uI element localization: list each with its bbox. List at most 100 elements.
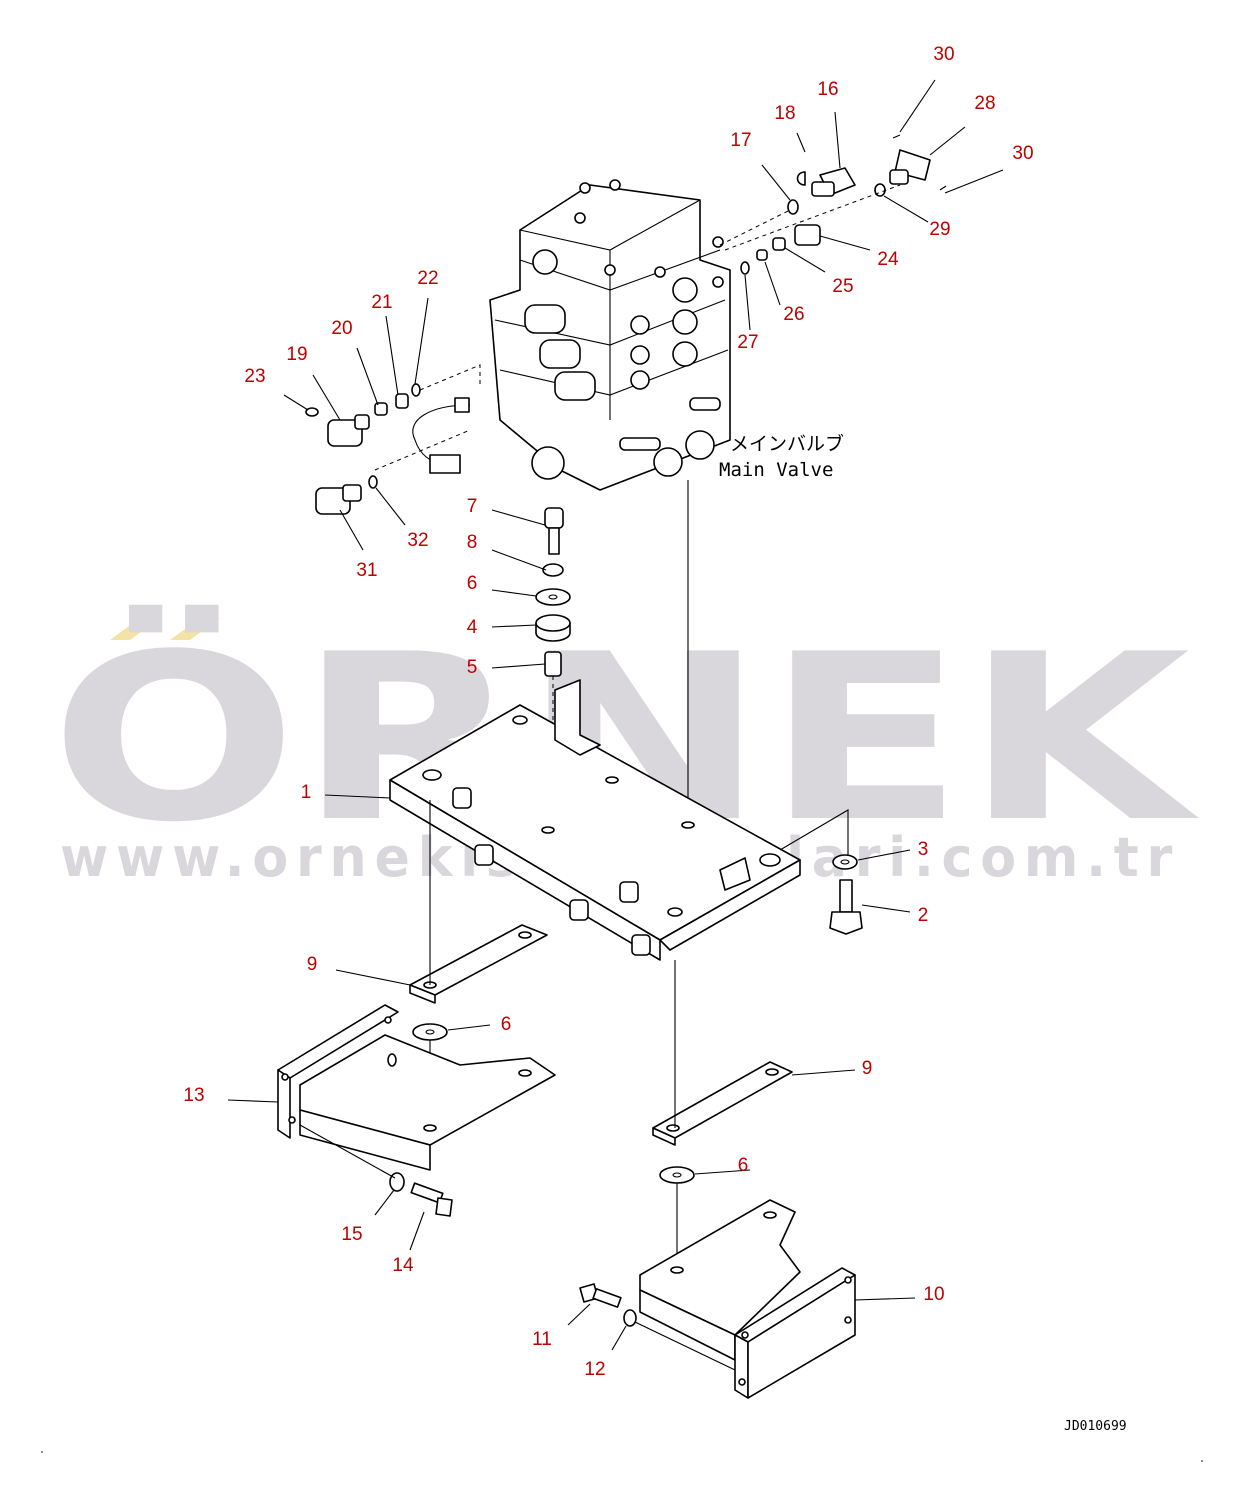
washer-3 bbox=[832, 854, 858, 870]
fitting-20 bbox=[374, 402, 388, 416]
callout-29: 29 bbox=[929, 219, 950, 240]
valve-port bbox=[672, 277, 698, 303]
assembly-line bbox=[299, 1124, 396, 1179]
plate-hole bbox=[681, 821, 695, 829]
valve-plug bbox=[604, 264, 616, 276]
callout-27: 27 bbox=[737, 332, 758, 353]
bolt-2-shank bbox=[839, 879, 853, 913]
leader bbox=[694, 1169, 751, 1175]
o-ring-27 bbox=[740, 261, 750, 275]
callout-19: 19 bbox=[286, 344, 307, 365]
bracket-hole bbox=[518, 1069, 532, 1077]
stray-dot bbox=[1201, 1460, 1203, 1462]
washer-6 bbox=[535, 588, 571, 606]
leader bbox=[796, 132, 806, 153]
assembly-line bbox=[724, 184, 901, 251]
valve-plug bbox=[712, 276, 724, 288]
callout-5: 5 bbox=[467, 657, 478, 678]
elbow-fitting-16-nipple bbox=[811, 181, 835, 197]
strip-hole bbox=[518, 931, 532, 939]
bracket-plate-1 bbox=[389, 679, 801, 961]
washer-15 bbox=[389, 1172, 405, 1192]
leader bbox=[447, 1024, 491, 1031]
leader bbox=[883, 195, 929, 223]
leader bbox=[854, 1297, 916, 1301]
leader bbox=[491, 624, 537, 628]
callout-31: 31 bbox=[356, 560, 377, 581]
bracket-hole bbox=[670, 1266, 684, 1274]
leader bbox=[409, 1211, 425, 1251]
leader bbox=[899, 79, 936, 133]
callout-18: 18 bbox=[774, 103, 795, 124]
flange-hole bbox=[844, 1316, 852, 1324]
valve-port bbox=[672, 309, 698, 335]
callout-22: 22 bbox=[417, 268, 438, 289]
plate-boss bbox=[619, 881, 639, 903]
callout-30: 30 bbox=[1012, 143, 1033, 164]
plate-hole bbox=[605, 776, 619, 784]
o-ring-23 bbox=[305, 407, 319, 417]
stray-dot bbox=[41, 1451, 43, 1453]
valve-port bbox=[630, 345, 650, 365]
leader-lines bbox=[227, 79, 1004, 1351]
plate-hole bbox=[759, 853, 781, 867]
leader bbox=[227, 1099, 279, 1103]
o-ring-22 bbox=[411, 383, 421, 397]
washer-8 bbox=[542, 563, 564, 577]
valve-port bbox=[532, 249, 558, 275]
valve-spool-cap bbox=[554, 371, 596, 401]
strip-hole bbox=[666, 1124, 680, 1132]
elbow-fitting-31-nipple bbox=[342, 484, 362, 502]
bracket-13-edge bbox=[299, 1109, 431, 1171]
valve-port bbox=[531, 446, 565, 480]
valve-spool-cap bbox=[539, 339, 581, 369]
callout-20: 20 bbox=[331, 318, 352, 339]
mount-stack bbox=[535, 507, 571, 790]
plate-hole bbox=[422, 769, 442, 781]
main-valve-label-en: Main Valve bbox=[719, 459, 833, 481]
plate-front-edge bbox=[389, 779, 661, 961]
callout-10: 10 bbox=[923, 1284, 944, 1305]
assembly-line bbox=[779, 809, 849, 856]
callout-9: 9 bbox=[862, 1058, 873, 1079]
leader bbox=[791, 1069, 856, 1076]
valve-port bbox=[630, 370, 650, 390]
bolt-14-head bbox=[435, 1197, 453, 1217]
bolt-7-head bbox=[544, 507, 564, 529]
drawing-code: JD010699 bbox=[1064, 1419, 1127, 1434]
callout-2: 2 bbox=[918, 905, 929, 926]
right-fittings bbox=[740, 134, 947, 275]
leader bbox=[491, 663, 546, 669]
callout-21: 21 bbox=[371, 292, 392, 313]
leader bbox=[611, 1325, 627, 1351]
washer-12 bbox=[623, 1309, 637, 1327]
callout-14: 14 bbox=[392, 1255, 414, 1276]
assembly-line bbox=[374, 429, 471, 471]
bracket-10-flange-face bbox=[747, 1274, 856, 1399]
plate-boss bbox=[569, 899, 589, 921]
leader bbox=[491, 549, 547, 571]
plate-boss bbox=[631, 934, 651, 956]
o-ring-18 bbox=[796, 171, 806, 186]
plate-tab bbox=[554, 679, 601, 756]
callout-12: 12 bbox=[584, 1359, 605, 1380]
callout-26: 26 bbox=[783, 304, 804, 325]
bolt-11-shank bbox=[592, 1288, 622, 1308]
callout-4: 4 bbox=[467, 617, 478, 638]
leader bbox=[283, 394, 309, 411]
callout-labels: 30 28 30 16 18 17 29 24 25 26 27 22 21 2… bbox=[183, 44, 1033, 1380]
assembly-line bbox=[719, 209, 791, 246]
fitting-21 bbox=[395, 393, 409, 409]
o-ring-32 bbox=[368, 475, 378, 489]
washer-3-hole bbox=[840, 859, 850, 865]
main-valve-assembly bbox=[489, 179, 731, 491]
plate-hole bbox=[541, 826, 555, 834]
callout-6: 6 bbox=[467, 573, 478, 594]
fitting-26 bbox=[756, 249, 768, 261]
valve-slot bbox=[619, 437, 661, 451]
washer-6-lower bbox=[659, 1166, 695, 1184]
assembly-line bbox=[419, 364, 481, 391]
plate-side-edge bbox=[659, 859, 801, 951]
callout-16: 16 bbox=[817, 79, 838, 100]
